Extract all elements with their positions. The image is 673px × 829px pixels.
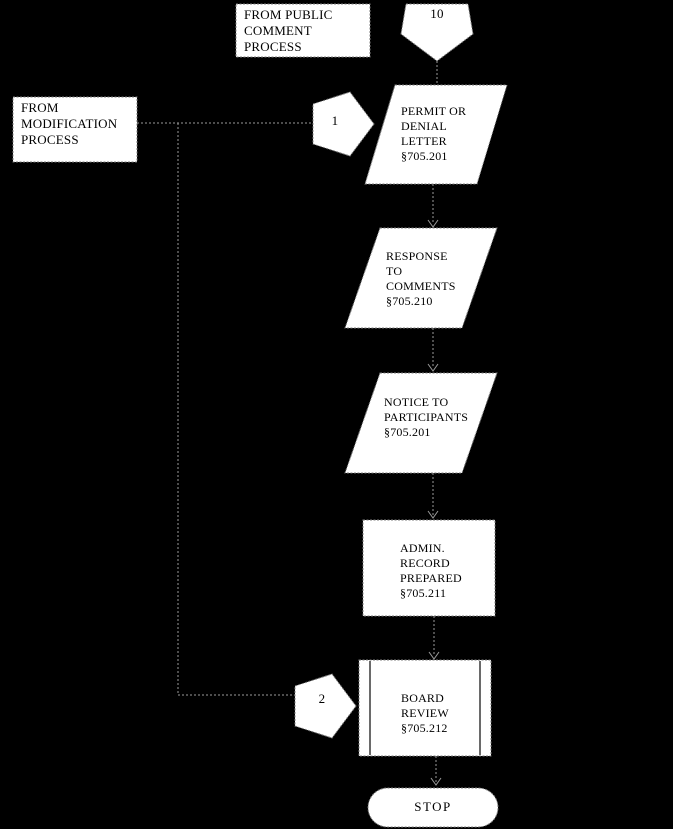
stop-terminator-shape [367, 787, 499, 828]
offpage-connector-2-label: 2 [318, 691, 326, 706]
permit-denial-letter-label: PERMIT OR DENIAL LETTER §705.201 [401, 104, 467, 163]
arrowhead-into-response [427, 219, 439, 228]
from-modification-box [12, 96, 138, 163]
offpage-connector-1-shape [312, 91, 375, 157]
from-modification-label: FROM MODIFICATION PROCESS [21, 100, 118, 147]
notice-to-participants-shape [344, 372, 498, 474]
response-to-comments-label: RESPONSE TO COMMENTS §705.210 [386, 249, 456, 308]
from-public-comment-box [235, 3, 371, 58]
board-review-shape [358, 659, 492, 757]
arrowhead-into-admin [427, 510, 439, 519]
notice-to-participants-label: NOTICE TO PARTICIPANTS §705.201 [384, 395, 469, 439]
board-review-label: BOARD REVIEW §705.212 [401, 691, 449, 735]
offpage-connector-10-shape [400, 3, 474, 62]
stop-label: STOP [414, 799, 452, 814]
arrowhead-into-board [428, 651, 440, 660]
response-to-comments-shape [344, 227, 498, 329]
offpage-connector-2-shape [294, 673, 357, 739]
arrowhead-into-stop [430, 777, 442, 786]
admin-record-label: ADMIN. RECORD PREPARED §705.211 [400, 541, 462, 600]
arrowhead-into-notice [427, 363, 439, 372]
from-public-comment-label: FROM PUBLIC COMMENT PROCESS [244, 7, 333, 54]
permit-denial-letter-shape [364, 84, 508, 185]
offpage-connector-10-label: 10 [430, 6, 444, 21]
offpage-connector-1-label: 1 [331, 113, 339, 128]
admin-record-shape [362, 519, 496, 617]
